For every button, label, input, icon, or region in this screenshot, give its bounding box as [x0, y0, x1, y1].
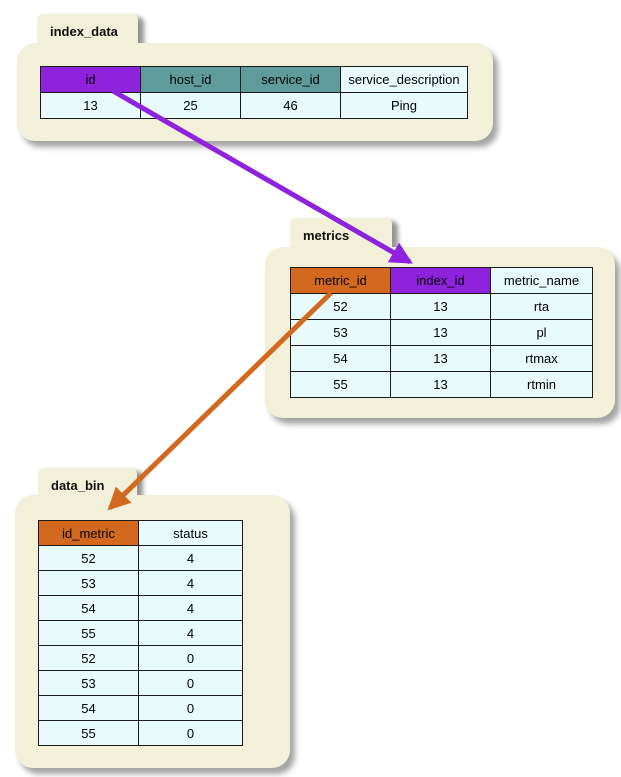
cell-index-id: 13 — [390, 319, 491, 346]
table-row: 55 4 — [38, 620, 243, 646]
table-row: 55 13 rtmin — [290, 371, 593, 398]
cell-status: 4 — [138, 620, 243, 646]
column-header-status: status — [138, 520, 243, 546]
cell-status: 4 — [138, 570, 243, 596]
table-title-data-bin: data_bin — [51, 477, 105, 493]
cell-metric-name: rta — [490, 293, 593, 320]
cell-metric-id: 53 — [290, 319, 391, 346]
cell-status: 0 — [138, 720, 243, 746]
cell-status: 4 — [138, 545, 243, 571]
cell-id-metric: 52 — [38, 645, 139, 671]
cell-id-metric: 53 — [38, 570, 139, 596]
cell-service-id: 46 — [240, 92, 341, 119]
panel-index-data: id host_id service_id service_descriptio… — [17, 43, 493, 141]
table-row: 54 4 — [38, 595, 243, 621]
cell-metric-id: 52 — [290, 293, 391, 320]
table-index-data: id host_id service_id service_descriptio… — [40, 66, 468, 119]
cell-id-metric: 54 — [38, 695, 139, 721]
table-row: 52 0 — [38, 645, 243, 671]
cell-status: 0 — [138, 670, 243, 696]
panel-data-bin: id_metric status 52 4 53 4 54 4 55 4 52 … — [15, 495, 290, 768]
table-row: 53 13 pl — [290, 319, 593, 346]
cell-metric-id: 54 — [290, 345, 391, 372]
cell-index-id: 13 — [390, 345, 491, 372]
column-header-service-id: service_id — [240, 66, 341, 93]
cell-status: 0 — [138, 645, 243, 671]
column-header-host-id: host_id — [140, 66, 241, 93]
column-header-id-metric: id_metric — [38, 520, 139, 546]
column-header-service-description: service_description — [340, 66, 468, 93]
table-metrics: metric_id index_id metric_name 52 13 rta… — [290, 267, 593, 398]
cell-service-description: Ping — [340, 92, 468, 119]
cell-id: 13 — [40, 92, 141, 119]
column-header-id: id — [40, 66, 141, 93]
cell-index-id: 13 — [390, 371, 491, 398]
cell-status: 4 — [138, 595, 243, 621]
panel-metrics: metric_id index_id metric_name 52 13 rta… — [265, 247, 615, 418]
column-header-index-id: index_id — [390, 267, 491, 294]
cell-id-metric: 53 — [38, 670, 139, 696]
table-row: 55 0 — [38, 720, 243, 746]
cell-id-metric: 55 — [38, 620, 139, 646]
table-data-bin: id_metric status 52 4 53 4 54 4 55 4 52 … — [38, 520, 243, 746]
header-row: id_metric status — [38, 520, 243, 546]
table-row: 54 0 — [38, 695, 243, 721]
table-row: 52 13 rta — [290, 293, 593, 320]
header-row: metric_id index_id metric_name — [290, 267, 593, 294]
table-tab-index-data: index_data — [37, 14, 138, 48]
cell-metric-id: 55 — [290, 371, 391, 398]
cell-id-metric: 55 — [38, 720, 139, 746]
cell-id-metric: 54 — [38, 595, 139, 621]
cell-id-metric: 52 — [38, 545, 139, 571]
table-row: 54 13 rtmax — [290, 345, 593, 372]
cell-metric-name: pl — [490, 319, 593, 346]
table-row: 53 0 — [38, 670, 243, 696]
cell-status: 0 — [138, 695, 243, 721]
table-row: 13 25 46 Ping — [40, 92, 468, 119]
column-header-metric-name: metric_name — [490, 267, 593, 294]
cell-host-id: 25 — [140, 92, 241, 119]
table-title-metrics: metrics — [303, 227, 350, 243]
table-title-index-data: index_data — [50, 23, 118, 39]
header-row: id host_id service_id service_descriptio… — [40, 66, 468, 93]
table-row: 53 4 — [38, 570, 243, 596]
cell-index-id: 13 — [390, 293, 491, 320]
cell-metric-name: rtmin — [490, 371, 593, 398]
column-header-metric-id: metric_id — [290, 267, 391, 294]
table-row: 52 4 — [38, 545, 243, 571]
cell-metric-name: rtmax — [490, 345, 593, 372]
